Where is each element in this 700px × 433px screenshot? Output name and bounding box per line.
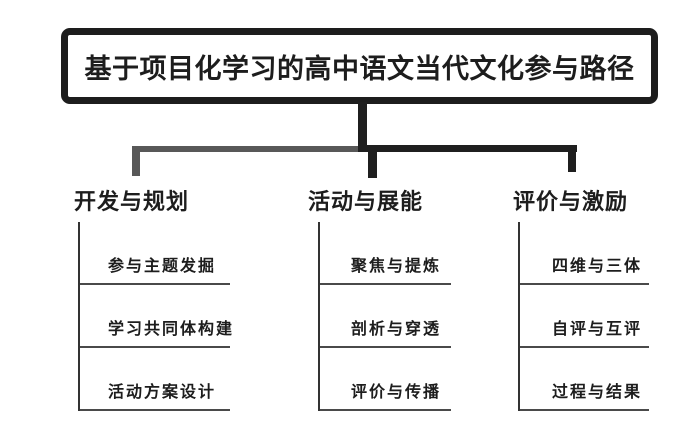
connector-stem xyxy=(358,102,367,152)
diagram-title: 基于项目化学习的高中语文当代文化参与路径 xyxy=(84,53,635,84)
list-item: 聚焦与提炼 xyxy=(320,222,451,285)
list-item: 活动方案设计 xyxy=(80,348,230,411)
connector-rail-left xyxy=(132,146,362,152)
connector-drop-right xyxy=(568,145,576,172)
list-item: 过程与结果 xyxy=(520,348,649,411)
column-header-evaluation: 评价与激励 xyxy=(513,189,629,214)
list-item: 参与主题发掘 xyxy=(80,222,230,285)
list-item: 自评与互评 xyxy=(520,285,649,348)
list-item: 评价与传播 xyxy=(320,348,451,411)
column-list-development: 参与主题发掘 学习共同体构建 活动方案设计 xyxy=(78,222,232,411)
connector-drop-left xyxy=(132,146,140,176)
column-header-activity: 活动与展能 xyxy=(308,189,424,214)
title-box: 基于项目化学习的高中语文当代文化参与路径 xyxy=(61,28,658,104)
column-list-evaluation: 四维与三体 自评与互评 过程与结果 xyxy=(518,222,649,411)
connector-rail-right xyxy=(358,145,577,152)
column-header-development: 开发与规划 xyxy=(74,189,190,214)
column-list-activity: 聚焦与提炼 剖析与穿透 评价与传播 xyxy=(318,222,451,411)
list-item: 剖析与穿透 xyxy=(320,285,451,348)
list-item: 学习共同体构建 xyxy=(80,285,232,348)
list-item: 四维与三体 xyxy=(520,222,649,285)
connector-drop-middle xyxy=(368,151,377,178)
